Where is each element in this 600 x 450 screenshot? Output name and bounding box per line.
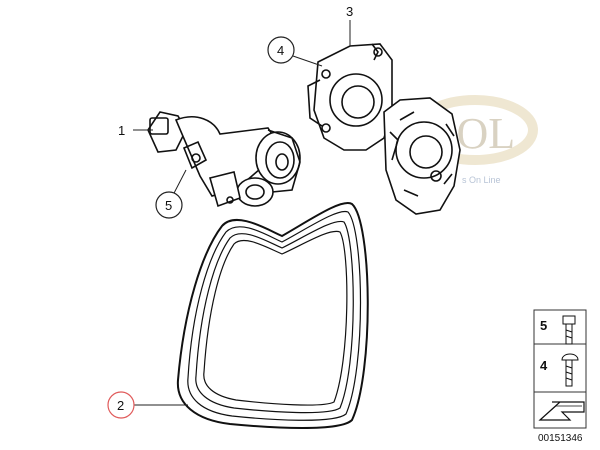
- callout-5[interactable]: 5: [155, 191, 183, 219]
- arrow-icon: [538, 401, 585, 421]
- bolt-icon: [562, 315, 576, 345]
- screw-icon: [561, 353, 579, 387]
- callout-4-label: 4: [277, 43, 284, 58]
- legend-item-5-label: 5: [540, 318, 547, 333]
- tensioner-part[interactable]: [147, 111, 301, 208]
- parts-legend: 5 4: [533, 309, 587, 429]
- callout-2[interactable]: 2: [107, 391, 135, 419]
- alternator-part[interactable]: [307, 43, 461, 215]
- drive-belt-part[interactable]: [176, 202, 369, 429]
- leader-line-4: [292, 55, 323, 67]
- diagram-reference-number: 00151346: [538, 433, 583, 444]
- legend-item-4-label: 4: [540, 358, 548, 373]
- callout-3[interactable]: 3: [346, 4, 353, 19]
- callout-1[interactable]: 1: [118, 123, 125, 138]
- legend-item-4[interactable]: 4: [540, 353, 579, 387]
- callout-5-label: 5: [165, 198, 172, 213]
- watermark-tagline: s On Line: [462, 175, 501, 185]
- legend-item-5[interactable]: 5: [540, 315, 576, 345]
- callout-4[interactable]: 4: [267, 36, 295, 64]
- callout-2-label: 2: [117, 398, 124, 413]
- callout-3-label: 3: [346, 4, 353, 19]
- callout-1-label: 1: [118, 123, 125, 138]
